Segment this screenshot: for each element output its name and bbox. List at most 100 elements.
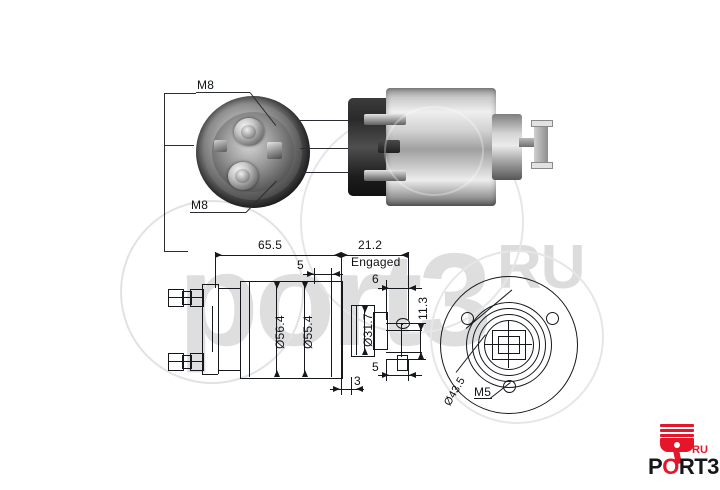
ext-5b-right [408,359,409,381]
fork-pin-lower [397,355,408,371]
arrow-21-right [401,252,408,258]
ext-65-left [215,252,216,288]
ext-3-left [341,377,342,395]
cap-top [218,288,240,289]
brand-letters-rt3: RT3 [678,454,720,479]
side-embossed-logo [384,106,484,196]
arrow-3-right [356,386,363,392]
ext-113-a [402,323,403,325]
brand-logo[interactable]: RU PORT3 [648,424,719,484]
ext-6-right [408,280,409,320]
callout-m8-bottom: M8 [191,198,209,212]
brand-tld: RU [692,444,708,456]
corr-line-vert [164,93,165,251]
barrel-line-a [249,281,250,377]
arrow-d554-bottom [302,370,308,377]
arrow-d564-top [274,282,280,289]
front-bracket-tab [214,140,227,152]
fork-pin-stem [401,323,402,357]
dimline-d554 [304,281,305,377]
dimline-5a [303,274,343,275]
side-fork-pin-top [531,120,553,127]
dim-label-6: 6 [372,272,379,286]
front-spade-terminal [267,142,282,159]
corr-line-2 [164,145,194,146]
arrow-6-right [409,285,416,291]
barrel-line-c [341,281,342,377]
bolt-shank-top [182,291,192,305]
arrow-d554-top [302,282,308,289]
dimline-21 [341,255,408,256]
leader-m8-bottom-horizontal [190,212,246,213]
side-plunger-shaft [519,138,541,147]
cover-top-edge [202,284,218,285]
dim-label-d317: Ø31.7 [361,313,375,347]
brand-wordmark: PORT3 [648,454,719,480]
arrow-21-left [341,252,348,258]
endview-center-inner [498,336,520,354]
brand-letter-o: O [662,454,679,479]
side-terminal-stud-top [364,114,406,125]
dimline-6 [378,288,422,289]
endview-centerline-v [508,320,509,368]
arrow-65-right [334,252,341,258]
ext-21-right [408,252,409,292]
cover-inner-line [212,306,213,352]
dim-label-m5: M5 [474,385,492,399]
endview-ring-4 [484,320,534,370]
endview-outer-circle [440,276,578,414]
endview-hole-left [461,312,474,325]
arrow-113-top [418,324,424,331]
dimline-5b [378,375,422,376]
arrow-5b-right [409,372,416,378]
dimline-3 [330,389,364,390]
endview-center-square [492,330,526,360]
corr-line-1 [164,93,196,94]
cap-bottom [218,370,240,371]
rod-bottom [386,330,422,331]
leader-m5-horizontal [474,398,492,399]
solenoid-side-body-photo [348,88,553,208]
ext-113-line-top [406,323,426,324]
dim-label-65: 65.5 [258,238,283,252]
dim-label-3: 3 [354,374,361,388]
ext-113-line-bottom [406,359,426,360]
dim-label-d564: Ø56.4 [273,315,287,349]
arrow-5a-left [307,271,314,277]
rod-lower-bottom [386,359,422,360]
arrow-5a-right [333,271,340,277]
watermark-arc-left [120,200,304,384]
arrow-65-left [215,252,222,258]
arrow-d317-top [362,306,368,313]
leader-m8-top-horizontal [196,92,250,93]
corr-line-6 [300,172,362,173]
barrel-line-b [331,281,332,377]
nose-step [373,312,388,350]
arrow-d564-bottom [274,370,280,377]
dimline-d564 [276,281,277,377]
arrow-3-left [333,386,340,392]
arrow-5b-left [382,372,389,378]
dim-label-113: 11.3 [416,296,430,320]
side-terminal-stud-bottom [364,170,406,181]
solenoid-front-face-photo [196,96,310,208]
side-fork-pin-bottom [531,162,553,169]
label-engaged: Engaged [351,255,401,269]
dimline-d317 [364,305,365,355]
corr-line-4 [300,120,372,121]
ext-21-left [341,252,342,272]
barrel-outline [240,281,343,379]
bolt-shank-bottom [182,355,192,369]
ext-3-right [351,377,352,395]
dim-label-5b: 5 [372,360,379,374]
nose-inner-a [356,305,357,355]
bolt-hex-bottom-b [190,353,204,371]
dim-label-d554: Ø55.4 [301,315,315,349]
arrow-6-left [382,285,389,291]
bolt-axis-top [168,297,202,298]
cover-right-edge [218,284,219,374]
dim-label-21: 21.2 [358,238,383,252]
bolt-hex-top-a [168,289,184,307]
nose-outline [351,305,375,357]
